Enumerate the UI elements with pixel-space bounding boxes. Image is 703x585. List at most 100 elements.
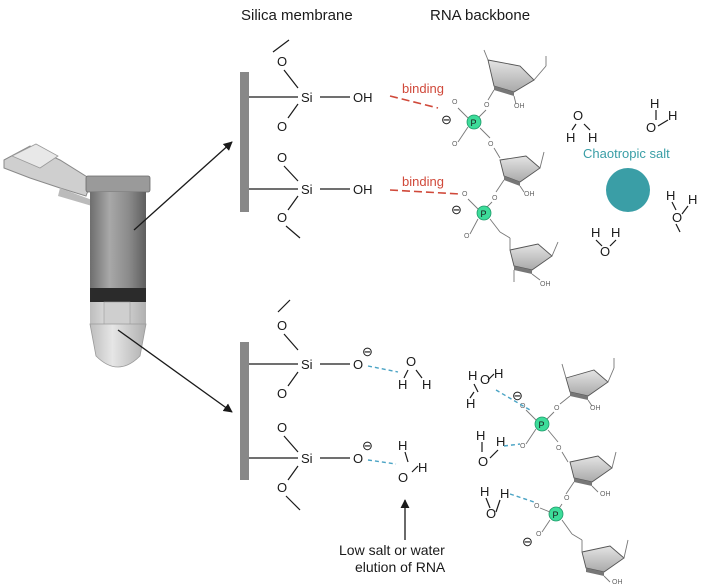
arrow-to-elution bbox=[117, 329, 233, 413]
svg-text:Si: Si bbox=[301, 451, 313, 466]
svg-text:⊖: ⊖ bbox=[362, 438, 373, 453]
svg-text:O: O bbox=[556, 445, 562, 452]
binding-label-1: binding bbox=[402, 81, 444, 96]
svg-text:OH: OH bbox=[514, 103, 525, 110]
water-molecule-8: H O H bbox=[476, 428, 505, 469]
hbond-rna-2 bbox=[503, 443, 521, 447]
svg-text:P: P bbox=[539, 420, 545, 430]
svg-text:H: H bbox=[398, 438, 407, 453]
rna-backbone-bottom: OH O P O O ⊖ O OH O P O O ⊖ bbox=[512, 358, 629, 585]
svg-text:O: O bbox=[406, 354, 416, 369]
svg-text:O: O bbox=[478, 454, 488, 469]
hbond-silica-1 bbox=[367, 365, 399, 373]
svg-text:O: O bbox=[277, 420, 287, 435]
svg-text:O: O bbox=[488, 141, 494, 148]
silanol-oh-2: OH bbox=[353, 182, 373, 197]
silica-membrane-bottom bbox=[240, 342, 249, 480]
svg-text:O: O bbox=[600, 244, 610, 259]
svg-text:H: H bbox=[688, 192, 697, 207]
silica-membrane-header: Silica membrane bbox=[241, 7, 353, 24]
svg-text:O: O bbox=[672, 210, 682, 225]
hbond-silica-2 bbox=[367, 459, 397, 465]
svg-text:O: O bbox=[480, 372, 490, 387]
svg-text:O: O bbox=[573, 108, 583, 123]
water-molecule-9: H O H bbox=[480, 484, 509, 521]
svg-text:H: H bbox=[480, 484, 489, 499]
svg-text:O: O bbox=[646, 120, 656, 135]
svg-text:O: O bbox=[520, 443, 526, 450]
svg-text:O: O bbox=[452, 141, 458, 148]
elution-label-line1: Low salt or water bbox=[339, 542, 445, 558]
svg-text:O: O bbox=[534, 503, 540, 510]
hbond-rna-3 bbox=[509, 493, 535, 503]
silanolate-group-2: O Si O ⊖ O bbox=[249, 420, 373, 511]
svg-text:O: O bbox=[554, 405, 560, 412]
svg-text:H: H bbox=[666, 188, 675, 203]
svg-text:OH: OH bbox=[590, 405, 601, 412]
silica-membrane-top bbox=[240, 72, 249, 212]
water-molecule-7: H O H H bbox=[466, 366, 503, 411]
svg-text:H: H bbox=[566, 130, 575, 145]
svg-text:H: H bbox=[500, 486, 509, 501]
svg-text:Si: Si bbox=[301, 357, 313, 372]
binding-line-2 bbox=[389, 189, 461, 195]
svg-text:O: O bbox=[277, 150, 287, 165]
svg-text:O: O bbox=[464, 233, 470, 240]
svg-text:⊖: ⊖ bbox=[451, 202, 462, 217]
svg-text:H: H bbox=[468, 368, 477, 383]
svg-text:O: O bbox=[277, 210, 287, 225]
svg-text:H: H bbox=[588, 130, 597, 145]
svg-text:O: O bbox=[277, 480, 287, 495]
svg-text:O: O bbox=[452, 99, 458, 106]
rna-backbone-header: RNA backbone bbox=[430, 7, 530, 24]
svg-text:O: O bbox=[277, 386, 287, 401]
elution-label-line2: elution of RNA bbox=[355, 559, 446, 575]
svg-text:O: O bbox=[462, 191, 468, 198]
svg-text:Si: Si bbox=[301, 90, 313, 105]
svg-text:H: H bbox=[418, 460, 427, 475]
silanolate-group-1: O Si O ⊖ O bbox=[249, 299, 373, 401]
spin-column-tube bbox=[3, 143, 151, 368]
binding-label-2: binding bbox=[402, 174, 444, 189]
rna-backbone-top: OH O P O O ⊖ O OH O P O O ⊖ bbox=[441, 49, 559, 288]
svg-text:P: P bbox=[481, 209, 487, 219]
svg-text:⊖: ⊖ bbox=[441, 112, 452, 127]
svg-text:H: H bbox=[494, 366, 503, 381]
svg-text:O: O bbox=[353, 357, 363, 372]
svg-text:O: O bbox=[484, 102, 490, 109]
silanol-group-2: O Si OH O bbox=[249, 150, 373, 239]
svg-text:O: O bbox=[398, 470, 408, 485]
water-molecule-6: H H O bbox=[398, 438, 427, 485]
svg-text:OH: OH bbox=[612, 579, 623, 585]
chaotropic-salt-label: Chaotropic salt bbox=[583, 146, 670, 161]
binding-line-1 bbox=[389, 95, 439, 109]
svg-text:H: H bbox=[466, 396, 475, 411]
svg-text:OH: OH bbox=[524, 191, 535, 198]
svg-text:H: H bbox=[476, 428, 485, 443]
svg-text:⊖: ⊖ bbox=[522, 534, 533, 549]
svg-text:OH: OH bbox=[540, 281, 551, 288]
svg-text:O: O bbox=[353, 451, 363, 466]
svg-text:⊖: ⊖ bbox=[512, 388, 523, 403]
svg-text:OH: OH bbox=[600, 491, 611, 498]
svg-text:O: O bbox=[277, 318, 287, 333]
water-molecule-3: H O H bbox=[666, 188, 697, 233]
svg-text:H: H bbox=[591, 225, 600, 240]
svg-text:H: H bbox=[422, 377, 431, 392]
svg-text:Si: Si bbox=[301, 182, 313, 197]
water-molecule-1: O H H bbox=[566, 108, 597, 145]
svg-text:O: O bbox=[486, 506, 496, 521]
svg-text:⊖: ⊖ bbox=[362, 344, 373, 359]
silanol-group-1: O Si OH O bbox=[249, 39, 373, 134]
svg-text:H: H bbox=[611, 225, 620, 240]
svg-text:H: H bbox=[668, 108, 677, 123]
svg-text:O: O bbox=[536, 531, 542, 538]
svg-text:O: O bbox=[277, 54, 287, 69]
svg-text:H: H bbox=[496, 434, 505, 449]
chaotropic-salt-ion bbox=[606, 168, 650, 212]
silanol-oh-1: OH bbox=[353, 90, 373, 105]
svg-text:P: P bbox=[553, 510, 559, 520]
svg-text:H: H bbox=[650, 96, 659, 111]
